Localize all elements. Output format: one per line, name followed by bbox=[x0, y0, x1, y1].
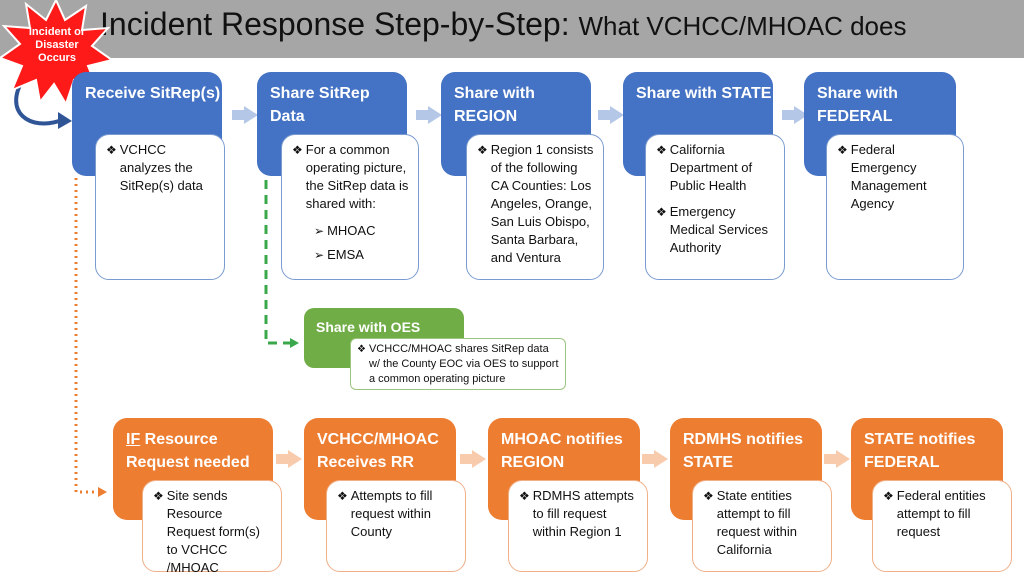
bullet-diamond-icon: ❖ bbox=[656, 143, 667, 157]
title-rest: Step-by-Step: bbox=[365, 6, 579, 42]
arrow-bullet-icon: ➢ bbox=[314, 248, 325, 262]
flow-arrow-icon bbox=[598, 106, 624, 124]
step-body: ❖RDMHS attempts to fill request within R… bbox=[508, 480, 648, 572]
flow-arrow-icon bbox=[416, 106, 442, 124]
step-heading: Receive SitRep(s) bbox=[85, 85, 221, 102]
step-bullet: Federal entities attempt to fill request bbox=[896, 488, 986, 539]
flow-arrow-icon bbox=[276, 450, 302, 468]
bullet-diamond-icon: ❖ bbox=[837, 143, 848, 157]
title-main: Incident Response bbox=[100, 6, 366, 42]
oes-bullet: VCHCC/MHOAC shares SitRep data w/ the Co… bbox=[368, 343, 559, 385]
step-bullet: RDMHS attempts to fill request within Re… bbox=[532, 488, 634, 539]
step-body: ❖State entities attempt to fill request … bbox=[692, 480, 832, 572]
step-heading: Share with OES bbox=[316, 319, 421, 335]
step-bullet: Federal Emergency Management Agency bbox=[850, 142, 927, 211]
bullet-diamond-icon: ❖ bbox=[477, 143, 488, 157]
step-bullet: For a common operating picture, the SitR… bbox=[305, 142, 409, 211]
step-bullet: Site sends Resource Request form(s) to V… bbox=[166, 488, 260, 575]
share-target: MHOAC bbox=[327, 223, 376, 238]
step-bullet: California Department of Public Health bbox=[669, 142, 753, 193]
step-heading: Share with STATE bbox=[636, 85, 772, 102]
bullet-diamond-icon: ❖ bbox=[337, 489, 348, 503]
step-bullet: Region 1 consists of the following CA Co… bbox=[490, 142, 594, 265]
step-heading: RDMHS notifies STATE bbox=[683, 431, 803, 471]
title-bar bbox=[0, 0, 1024, 58]
step-heading: MHOAC notifies REGION bbox=[501, 431, 623, 471]
step-bullet: Attempts to fill request within County bbox=[350, 488, 433, 539]
step-heading: STATE notifies FEDERAL bbox=[864, 431, 976, 471]
bullet-diamond-icon: ❖ bbox=[519, 489, 530, 503]
burst-curve-arrowhead bbox=[58, 112, 72, 129]
step-body: ❖California Department of Public Health … bbox=[645, 134, 785, 280]
bullet-diamond-icon: ❖ bbox=[703, 489, 714, 503]
step-body: ❖VCHCC analyzes the SitRep(s) data bbox=[95, 134, 225, 280]
bullet-diamond-icon: ❖ bbox=[153, 489, 164, 503]
oes-connector-arrowhead bbox=[290, 338, 299, 348]
incident-burst-label: Incident or Disaster Occurs bbox=[28, 26, 86, 64]
oes-body: ❖VCHCC/MHOAC shares SitRep data w/ the C… bbox=[350, 338, 566, 390]
resource-connector-arrowhead bbox=[98, 487, 107, 497]
step-bullet: VCHCC analyzes the SitRep(s) data bbox=[119, 142, 203, 193]
step-heading: IF Resource Request needed bbox=[113, 418, 273, 474]
heading-if: IF bbox=[126, 431, 141, 448]
title-sub: What VCHCC/MHOAC does bbox=[578, 11, 907, 41]
step-bullet: State entities attempt to fill request w… bbox=[716, 488, 797, 557]
bullet-diamond-icon: ❖ bbox=[292, 143, 303, 157]
step-body: ❖Federal entities attempt to fill reques… bbox=[872, 480, 1012, 572]
bullet-diamond-icon: ❖ bbox=[883, 489, 894, 503]
step-heading: Share with FEDERAL bbox=[817, 85, 898, 125]
flow-arrow-icon bbox=[642, 450, 668, 468]
step-body: ❖For a common operating picture, the Sit… bbox=[281, 134, 419, 280]
step-heading: Share SitRep Data bbox=[270, 85, 370, 125]
flow-arrow-icon bbox=[460, 450, 486, 468]
bullet-diamond-icon: ❖ bbox=[656, 205, 667, 219]
arrow-bullet-icon: ➢ bbox=[314, 224, 325, 238]
step-body: ❖Site sends Resource Request form(s) to … bbox=[142, 480, 282, 575]
share-target: EMSA bbox=[327, 247, 364, 262]
step-body: ❖Region 1 consists of the following CA C… bbox=[466, 134, 604, 280]
heading-text: Resource Request needed bbox=[126, 431, 250, 471]
step-body: ❖Attempts to fill request within County bbox=[326, 480, 466, 572]
step-body: ❖Federal Emergency Management Agency bbox=[826, 134, 964, 280]
slide-title: Incident Response Step-by-Step: What VCH… bbox=[100, 6, 906, 43]
step-heading: Share with REGION bbox=[454, 85, 535, 125]
bullet-diamond-icon: ❖ bbox=[106, 143, 117, 157]
bullet-diamond-icon: ❖ bbox=[357, 344, 366, 355]
flow-arrow-icon bbox=[824, 450, 850, 468]
step-bullet: Emergency Medical Services Authority bbox=[669, 204, 769, 255]
step-heading: VCHCC/MHOAC Receives RR bbox=[317, 431, 439, 471]
flow-arrow-icon bbox=[232, 106, 258, 124]
